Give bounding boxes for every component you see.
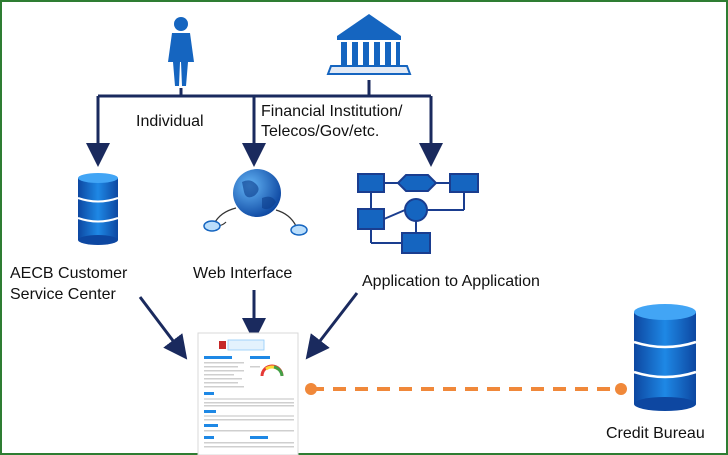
bank-icon — [326, 14, 412, 75]
label-financial-institution: Financial Institution/ Telecos/Gov/etc. — [261, 103, 403, 140]
person-icon — [168, 17, 194, 86]
label-aecb-customer-service-center: AECB Customer Service Center — [10, 265, 128, 303]
connector-lines — [86, 80, 443, 360]
label-application-to-application: Application to Application — [362, 273, 540, 290]
label-credit-bureau: Credit Bureau — [606, 425, 705, 442]
flowchart-icon — [357, 173, 479, 254]
label-individual: Individual — [136, 113, 204, 130]
report-document-icon — [197, 332, 299, 455]
label-web-interface: Web Interface — [193, 265, 293, 282]
dashed-link — [305, 383, 627, 395]
globe-icon — [203, 169, 308, 236]
credit-bureau-database-icon — [633, 304, 697, 411]
database-icon — [77, 173, 119, 245]
